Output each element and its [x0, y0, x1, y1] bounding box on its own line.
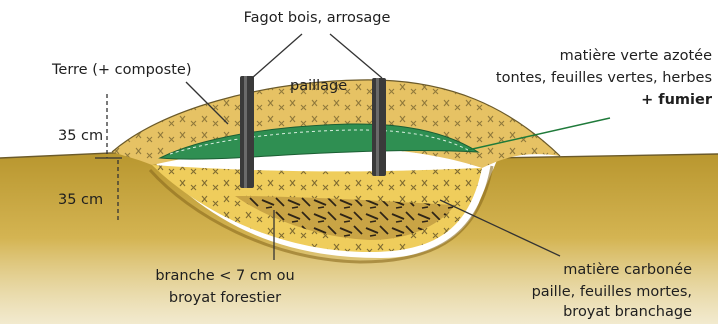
leader-fagot-left — [252, 34, 302, 78]
label-terre: Terre (+ composte) — [52, 60, 191, 80]
label-height-top: 35 cm — [58, 126, 103, 146]
label-verte-2: tontes, feuilles vertes, herbes — [470, 68, 712, 88]
label-verte-1: matière verte azotée — [470, 46, 712, 66]
label-height-bottom: 35 cm — [58, 190, 103, 210]
label-branche-2: broyat forestier — [130, 288, 320, 308]
label-verte-3: + fumier — [470, 90, 712, 110]
label-branche-1: branche < 7 cm ou — [130, 266, 320, 286]
label-carbone-3: broyat branchage — [460, 302, 692, 322]
leader-fagot-right — [330, 34, 382, 78]
label-carbone-2: paille, feuilles mortes, — [460, 282, 692, 302]
label-fagot: Fagot bois, arrosage — [212, 8, 422, 28]
label-paillage: paillage — [290, 76, 347, 96]
stake-right-hi — [376, 78, 379, 176]
stake-left-hi — [244, 76, 247, 188]
label-carbone-1: matière carbonée — [460, 260, 692, 280]
